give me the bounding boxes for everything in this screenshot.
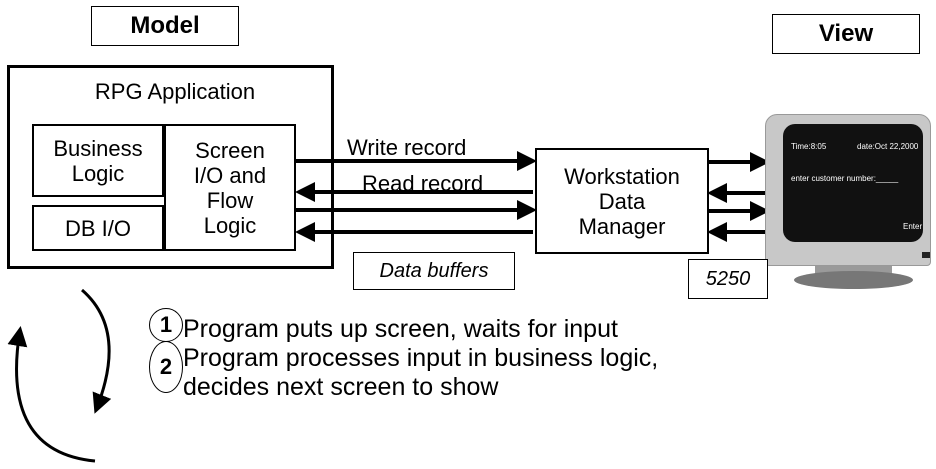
data-buffers-label: Data buffers xyxy=(379,259,489,282)
step-1-badge: 1 xyxy=(149,308,183,342)
screen-date: date:Oct 22,2000 xyxy=(857,142,919,151)
db-io-box: DB I/O xyxy=(32,205,164,251)
loop-up-arrow xyxy=(7,326,96,463)
model-header-label: Model xyxy=(130,12,200,39)
write-record-label: Write record xyxy=(347,135,467,160)
business-logic-box: Business Logic xyxy=(32,124,164,197)
terminal-base xyxy=(794,271,913,289)
step-1-text: Program puts up screen, waits for input xyxy=(183,315,618,343)
terminal-screen: Time:8:05 date:Oct 22,2000 enter custome… xyxy=(783,124,923,242)
screen-time: Time:8:05 xyxy=(791,142,827,151)
view-header: View xyxy=(772,14,920,54)
screen-io-flow-logic-box: Screen I/O and Flow Logic xyxy=(164,124,296,251)
loop-down-arrow xyxy=(81,288,112,414)
screen-prompt: enter customer number:_____ xyxy=(791,174,899,183)
step-1-number: 1 xyxy=(159,312,173,337)
workstation-data-manager-box: Workstation Data Manager xyxy=(535,148,709,254)
step-2-badge: 2 xyxy=(149,341,183,393)
screen-enter: Enter xyxy=(903,222,923,231)
step-2-number: 2 xyxy=(159,354,173,379)
terminal-indicator xyxy=(922,252,930,258)
view-header-label: View xyxy=(818,20,874,47)
model-header: Model xyxy=(91,6,239,46)
rpg-application-title: RPG Application xyxy=(94,78,256,104)
step-2-text: Program processes input in business logi… xyxy=(183,344,659,401)
terminal-5250-label: 5250 xyxy=(688,259,768,299)
data-buffers-box: Data buffers xyxy=(353,252,515,290)
terminal-5250-text: 5250 xyxy=(705,267,751,290)
